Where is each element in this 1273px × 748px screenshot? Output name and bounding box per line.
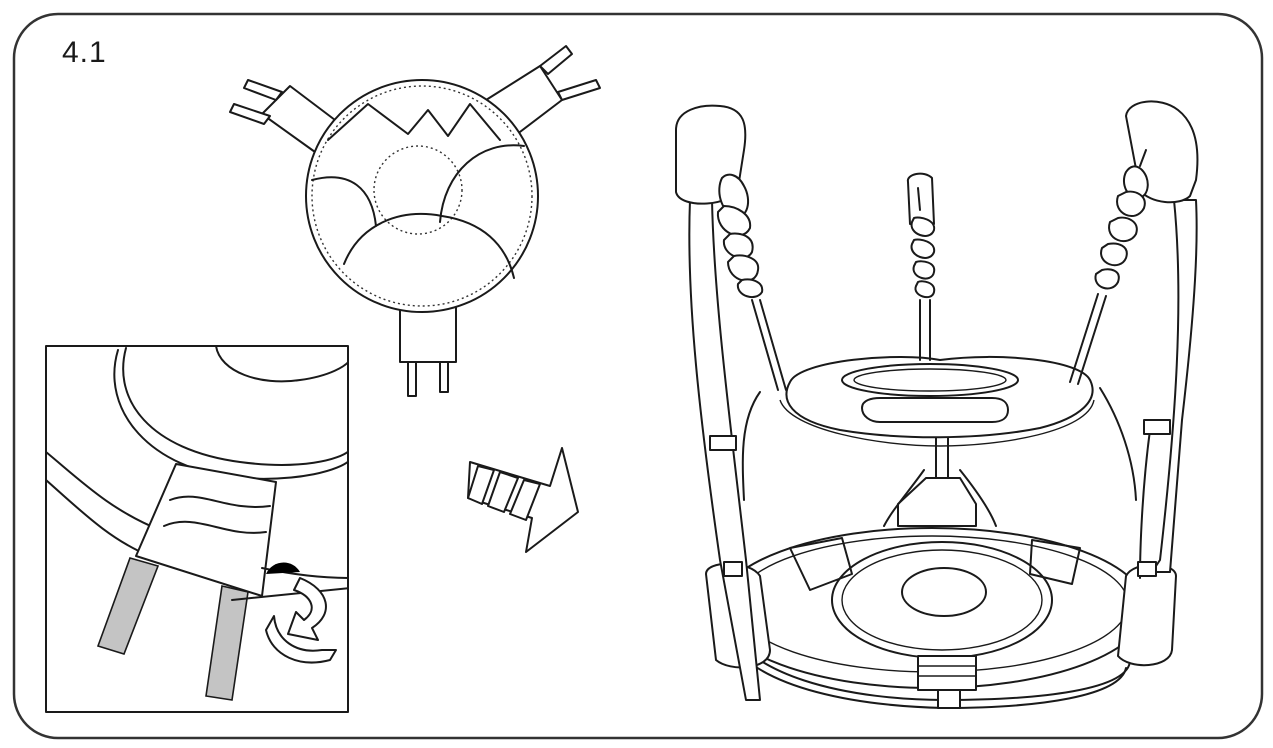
jumper-assembled (675, 100, 1199, 709)
seat-top-view (229, 45, 601, 397)
spring-left (716, 173, 787, 391)
panel-border (12, 12, 1264, 740)
strap-tie-right (205, 585, 249, 701)
spring-right (1069, 149, 1149, 385)
hook-knob (266, 562, 300, 574)
rotate-arrow-icon (265, 577, 337, 664)
strap-tie-left (96, 557, 160, 655)
seat-strap-left (229, 79, 336, 153)
detail-inset (45, 345, 349, 713)
spring-middle (906, 172, 936, 361)
direction-arrow-icon (467, 447, 579, 553)
step-number: 4.1 (62, 36, 107, 69)
